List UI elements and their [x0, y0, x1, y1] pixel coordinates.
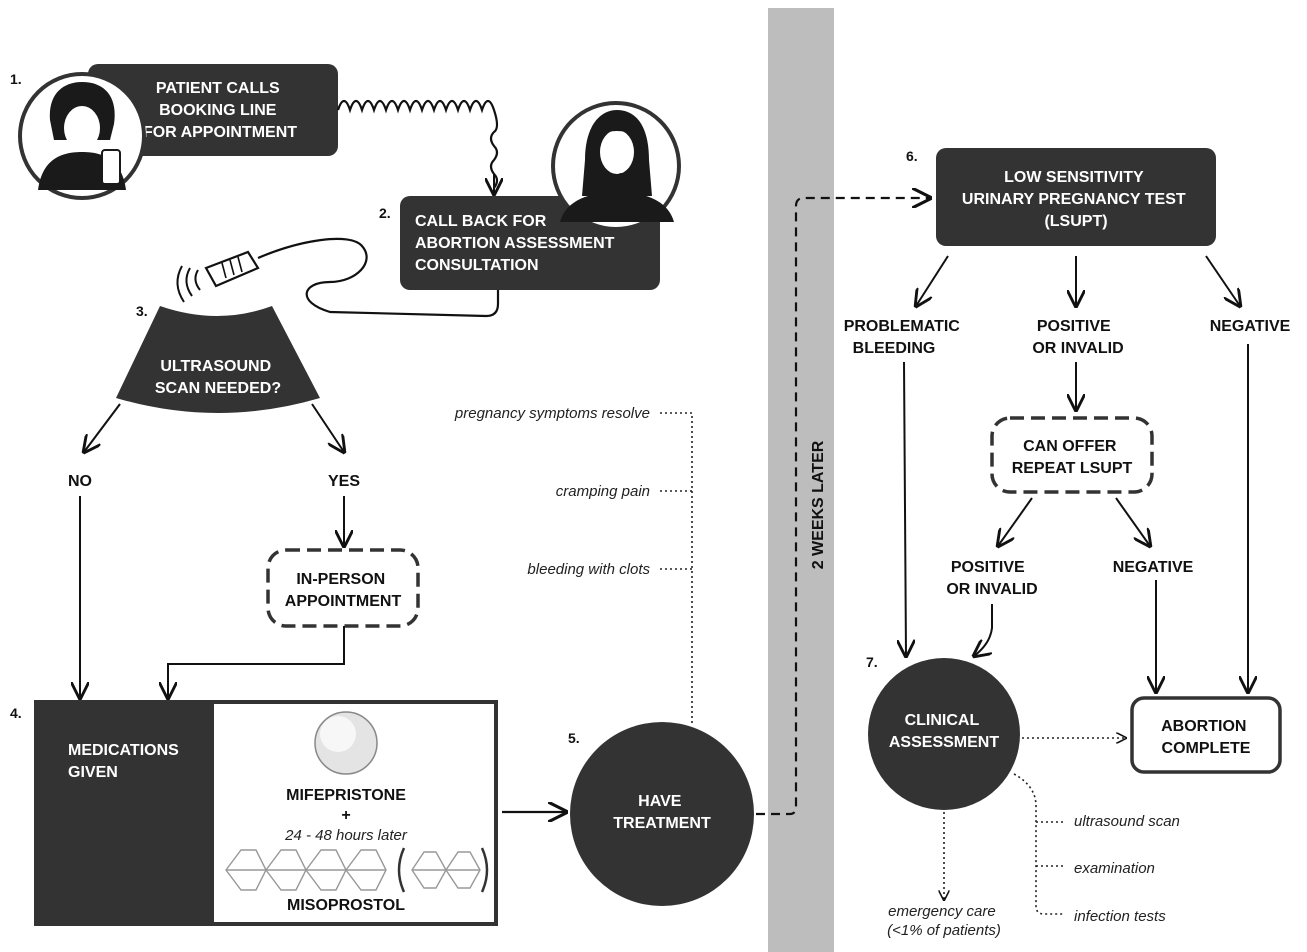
- repeat-lsupt-text: CAN OFFER REPEAT LSUPT: [1012, 438, 1133, 477]
- in-person-box: [266, 548, 420, 628]
- step-3-number: 3.: [136, 303, 148, 319]
- interval-label: 24 - 48 hours later: [284, 827, 408, 844]
- yes-label: YES: [328, 473, 360, 490]
- abortion-complete-text: ABORTION COMPLETE: [1161, 718, 1251, 757]
- treatment-text: HAVE TREATMENT: [613, 793, 711, 832]
- patient-icon: [18, 72, 146, 200]
- emergency-care-text: emergency care (<1% of patients): [887, 903, 1001, 939]
- step-1-number: 1.: [10, 71, 22, 87]
- two-weeks-connector: [756, 198, 930, 816]
- no-label: NO: [68, 473, 92, 490]
- step-7-number: 7.: [866, 654, 878, 670]
- lsupt-text: LOW SENSITIVITY URINARY PREGNANCY TEST (…: [962, 169, 1190, 230]
- call-center-icon: [551, 101, 681, 231]
- positive-invalid-label-1: POSITIVE OR INVALID: [1032, 318, 1123, 357]
- mifepristone-pill-icon: [314, 711, 378, 775]
- divider-label: 2 WEEKS LATER: [810, 440, 827, 569]
- assessment-item-ultrasound: ultrasound scan: [1074, 813, 1180, 830]
- bracket-left: [397, 847, 406, 893]
- problematic-bleeding-label: PROBLEMATIC BLEEDING: [844, 318, 965, 357]
- step-4-number: 4.: [10, 705, 22, 721]
- misoprostol-label: MISOPROSTOL: [287, 897, 405, 914]
- step-6-number: 6.: [906, 148, 918, 164]
- symptom-3: bleeding with clots: [527, 561, 650, 578]
- treatment-circle: [570, 722, 754, 906]
- plus-label: +: [341, 807, 350, 824]
- assessment-item-infection: infection tests: [1074, 908, 1166, 925]
- positive-invalid-label-2: POSITIVE OR INVALID: [946, 559, 1037, 598]
- assessment-details-connector: [1013, 773, 1064, 915]
- booking-call-box: [88, 64, 338, 156]
- symptoms-connector: [660, 412, 693, 724]
- bracket-right: [480, 847, 489, 893]
- mifepristone-label: MIFEPRISTONE: [286, 787, 406, 804]
- medications-label: MEDICATIONS GIVEN: [68, 742, 183, 781]
- abortion-complete-box: [1130, 696, 1282, 774]
- symptom-1: pregnancy symptoms resolve: [454, 405, 650, 422]
- phone-cord: [336, 99, 499, 189]
- clinical-assessment-circle: [868, 658, 1020, 810]
- negative-label-2: NEGATIVE: [1113, 559, 1194, 576]
- medications-label-box: [36, 702, 214, 924]
- assessment-item-examination: examination: [1074, 860, 1155, 877]
- step-5-number: 5.: [568, 730, 580, 746]
- ultrasound-probe-icon: [176, 250, 260, 303]
- ultrasound-decision-shape: [116, 306, 320, 413]
- in-person-text: IN-PERSON APPOINTMENT: [285, 571, 402, 610]
- two-weeks-divider: [768, 8, 834, 952]
- lsupt-box: [936, 148, 1216, 246]
- step-2-number: 2.: [379, 205, 391, 221]
- misoprostol-pills-icon: [225, 849, 481, 891]
- negative-label-1: NEGATIVE: [1210, 318, 1291, 335]
- repeat-lsupt-box: [990, 416, 1154, 494]
- ultrasound-decision-text: ULTRASOUND SCAN NEEDED?: [155, 358, 281, 397]
- symptom-2: cramping pain: [556, 483, 650, 500]
- callback-text: CALL BACK FOR ABORTION ASSESSMENT CONSUL…: [415, 213, 619, 274]
- booking-call-text: PATIENT CALLS BOOKING LINE FOR APPOINTME…: [143, 80, 297, 141]
- ultrasound-cable: [257, 237, 500, 318]
- clinical-assessment-text: CLINICAL ASSESSMENT: [889, 712, 999, 751]
